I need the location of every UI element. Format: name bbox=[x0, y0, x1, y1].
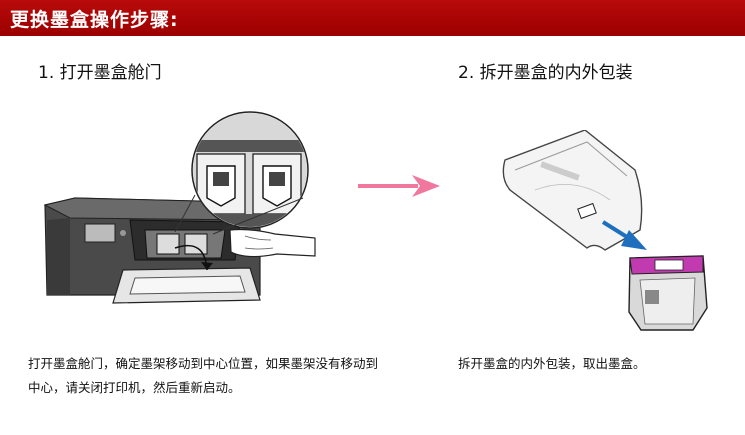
page-title: 更换墨盒操作步骤: bbox=[10, 9, 179, 31]
step-2-title: 2. 拆开墨盒的内外包装 bbox=[458, 63, 633, 83]
ink-cartridge-illustration bbox=[502, 130, 708, 331]
arrow-right-icon bbox=[358, 175, 440, 197]
step-1-title: 1. 打开墨盒舱门 bbox=[38, 63, 162, 83]
header-banner: 更换墨盒操作步骤: bbox=[0, 0, 745, 38]
printer-illustration bbox=[43, 111, 316, 304]
step-1-description: 打开墨盒舱门，确定墨架移动到中心位置，如果墨架没有移动到中心，请关闭打印机，然后… bbox=[28, 356, 379, 395]
step-2-description: 拆开墨盒的内外包装，取出墨盒。 bbox=[458, 356, 646, 371]
